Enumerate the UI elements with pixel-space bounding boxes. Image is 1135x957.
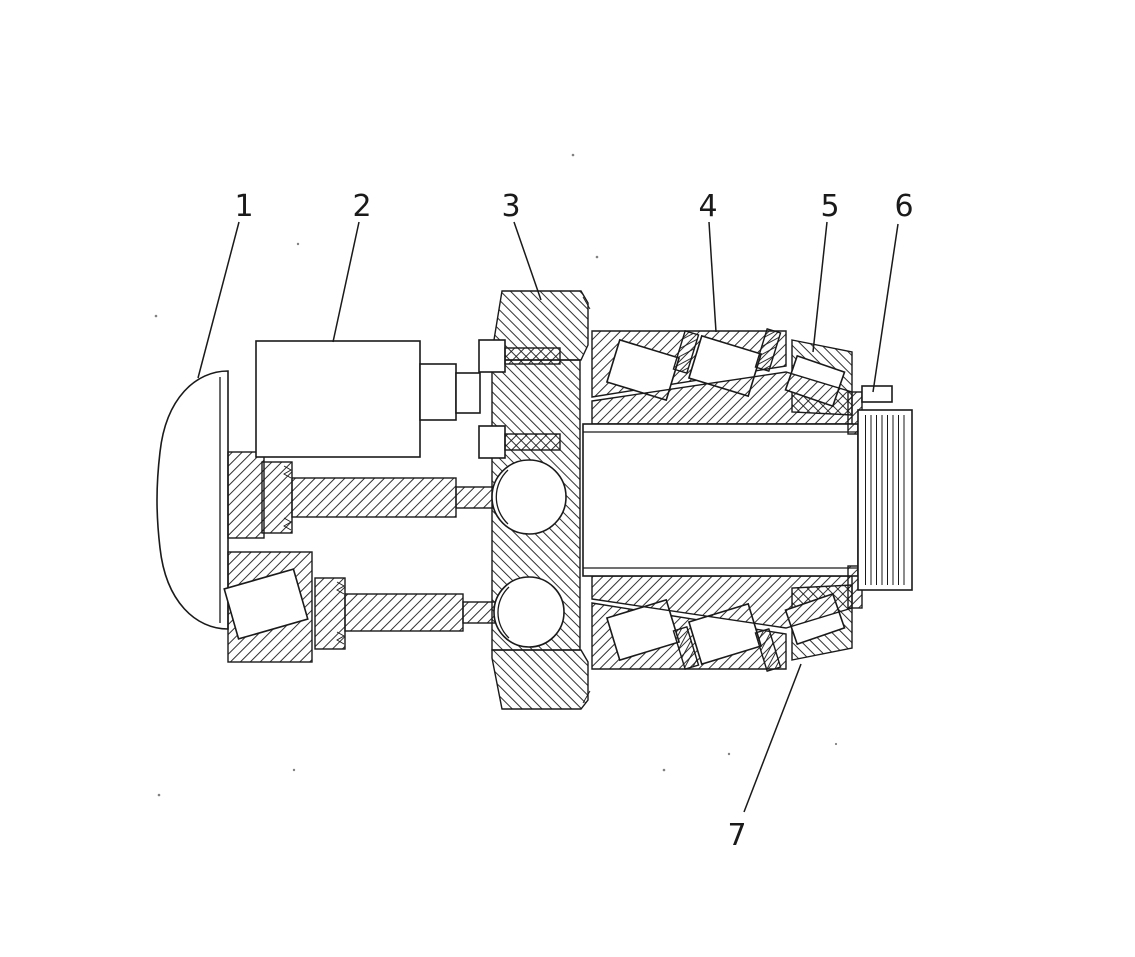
upper-stud-shaft bbox=[291, 477, 457, 518]
leader-4 bbox=[708, 221, 717, 333]
roller-bearing-bottom bbox=[591, 575, 853, 673]
shaft-hub bbox=[582, 423, 859, 577]
leader-lines bbox=[197, 221, 899, 813]
cylinder-body bbox=[255, 340, 481, 458]
leader-1 bbox=[197, 221, 240, 379]
flange-bolt-head bbox=[478, 425, 506, 459]
ref-label-1: 1 bbox=[234, 189, 253, 224]
tapered-roller bbox=[605, 598, 681, 662]
ref-label-6: 6 bbox=[894, 189, 913, 224]
ref-label-3: 3 bbox=[501, 189, 520, 224]
leader-3 bbox=[513, 221, 542, 301]
shaft-section bbox=[582, 423, 859, 577]
clamp-nut-section bbox=[223, 451, 313, 663]
thread-lines bbox=[861, 415, 909, 585]
bearing-cage bbox=[754, 327, 782, 373]
leader-5 bbox=[812, 221, 828, 353]
hub-cap bbox=[156, 370, 229, 630]
flange-bolt-head bbox=[478, 339, 506, 373]
lower-stud-head bbox=[314, 577, 346, 650]
lock-tab bbox=[861, 385, 893, 403]
scan-speckles bbox=[154, 153, 838, 797]
body-block bbox=[255, 340, 421, 458]
leader-7 bbox=[743, 663, 802, 813]
bearing-cage bbox=[754, 627, 782, 673]
lower-ball-joint bbox=[493, 576, 565, 648]
ref-label-7: 7 bbox=[727, 818, 746, 853]
lower-stud-shaft bbox=[344, 593, 464, 632]
threaded-end bbox=[847, 385, 913, 609]
reference-labels: 1 2 3 4 5 6 7 bbox=[234, 189, 913, 853]
ref-label-4: 4 bbox=[698, 189, 717, 224]
leader-2 bbox=[332, 221, 360, 343]
stud-bolts bbox=[261, 459, 567, 650]
ref-label-5: 5 bbox=[820, 189, 839, 224]
leader-6 bbox=[872, 223, 899, 393]
gear-rim-bottom bbox=[491, 649, 589, 710]
wedge-washer bbox=[223, 568, 309, 640]
bearing-cage bbox=[672, 625, 700, 671]
bearing-cage bbox=[672, 329, 700, 375]
tapered-roller bbox=[605, 338, 681, 402]
ref-label-2: 2 bbox=[352, 189, 371, 224]
roller-bearing-top bbox=[591, 327, 853, 425]
upper-ball-joint bbox=[491, 459, 567, 535]
upper-stud-head bbox=[261, 461, 293, 534]
cap-dome bbox=[156, 370, 229, 630]
